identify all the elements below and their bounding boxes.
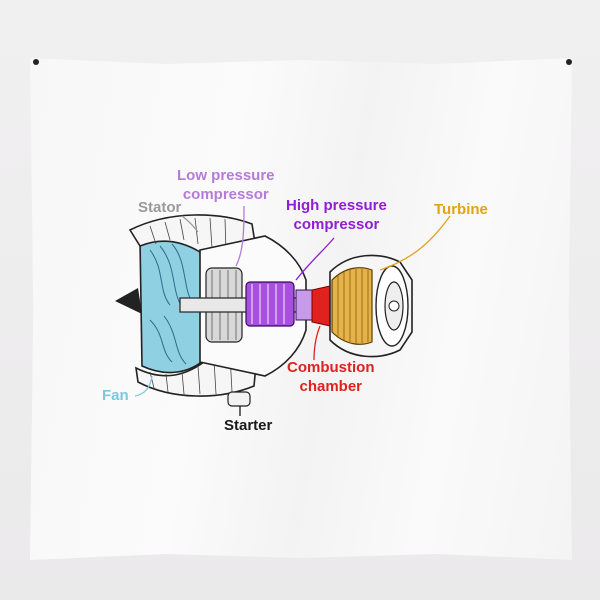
label-high-pressure-compressor: High pressure compressor (286, 196, 387, 234)
left-pin (33, 59, 39, 65)
label-turbine: Turbine (434, 201, 488, 218)
right-pin (566, 59, 572, 65)
leader-lines (134, 205, 451, 416)
combustion-line1: Combustion (287, 359, 375, 376)
turbine-leader (379, 215, 451, 271)
hpc-blade-lines (251, 284, 285, 324)
lpc-leader (235, 205, 245, 267)
label-starter: Starter (224, 417, 273, 434)
combustion-chamber (311, 285, 331, 327)
label-stator: Stator (138, 199, 182, 216)
fan-leader (134, 375, 153, 397)
label-combustion-chamber: Combustion chamber (287, 358, 375, 396)
turbine-blade-lines (337, 269, 369, 343)
combustion-line2: chamber (299, 378, 363, 395)
starter-unit (227, 391, 251, 407)
stator-leader (181, 215, 199, 233)
combustion-leader (313, 325, 321, 361)
hpc-line2: compressor (293, 216, 380, 233)
hpc-leader (295, 237, 335, 281)
label-fan: Fan (102, 387, 129, 404)
lpc-line2: compressor (182, 186, 269, 203)
exhaust-hub (388, 300, 400, 312)
label-low-pressure-compressor: Low pressure compressor (177, 166, 275, 204)
lpc-line1: Low pressure (177, 167, 275, 184)
high-pressure-compressor (245, 281, 295, 327)
hpc-line1: High pressure (286, 197, 387, 214)
nose-cone (115, 288, 142, 314)
hpc-secondary (295, 289, 313, 321)
